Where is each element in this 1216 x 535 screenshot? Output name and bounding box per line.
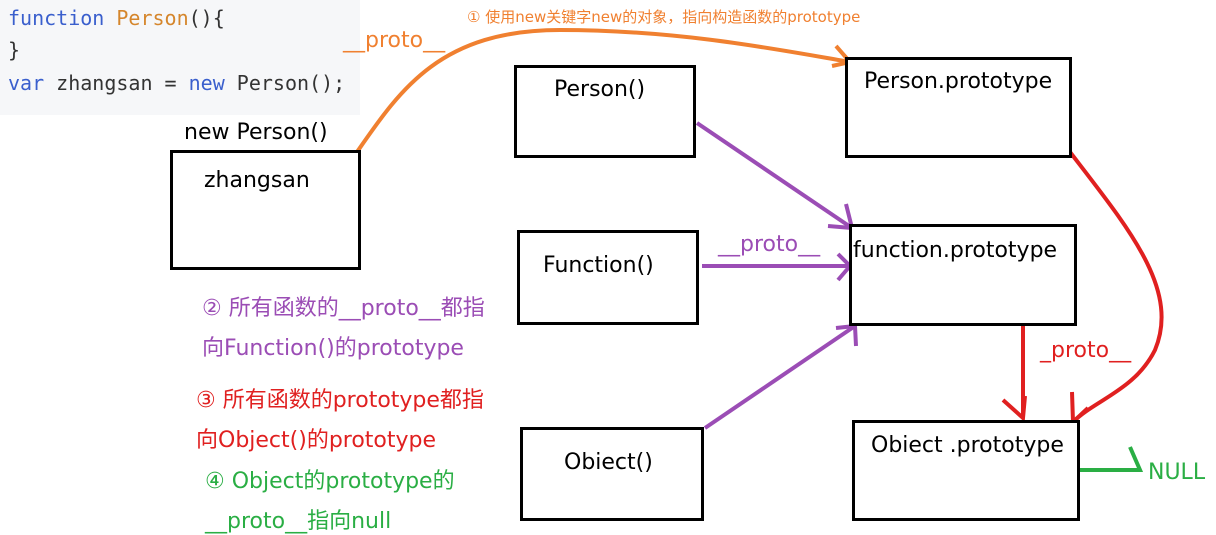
red-proto-label: _proto__ [1040,338,1132,363]
red-arrowhead-person-proto [1070,391,1090,427]
null-label: NULL [1148,460,1206,485]
purple-proto-label: __proto__ [718,232,821,257]
note-3-line-2: 向Object()的prototype [196,428,437,453]
person-box: Person() [514,65,696,158]
code-line-1: function Person(){ [8,6,225,30]
note-2-line-1: ② 所有函数的__proto__都指 [202,296,485,321]
purple-arrow-person [695,121,854,230]
object-label: Obiect() [564,450,653,475]
zhangsan-label: zhangsan [204,168,310,193]
red-arrowhead-function-proto [1001,395,1027,423]
code-line-1-rest: (){ [188,6,225,30]
purple-arrow-object [703,324,857,430]
purple-arrowhead-object [835,323,858,347]
function-prototype-box: function.prototype [849,224,1077,326]
note-2-line-2: 向Function()的prototype [202,336,464,361]
code-line-3-mid: zhangsan = [44,71,189,95]
note-1: ① 使用new关键字new的对象，指向构造函数的prototype [467,8,861,26]
red-arrow-person-proto [1068,150,1164,424]
object-prototype-box: Obiect .prototype [852,420,1080,521]
person-prototype-label: Person.prototype [864,69,1053,94]
function-prototype-label: function.prototype [853,238,1058,263]
code-snippet: function Person(){ } var zhangsan = new … [0,0,360,115]
code-line-3-rest: Person(); [224,71,346,95]
code-keyword-new: new [188,71,225,95]
note-4-line-2: __proto__指向null [205,509,392,534]
code-keyword-var: var [8,71,45,95]
orange-proto-arrow [355,27,851,154]
orange-proto-label: __proto__ [343,28,446,53]
code-function-name: Person [116,6,189,30]
green-null-arrow [1080,446,1144,472]
note-3-line-1: ③ 所有函数的prototype都指 [196,388,484,413]
person-prototype-box: Person.prototype [845,57,1072,158]
zhangsan-box: zhangsan [170,150,361,270]
object-box: Obiect() [520,427,704,521]
person-label: Person() [554,77,646,102]
note-4-line-1: ④ Object的prototype的 [205,469,455,494]
function-box: Function() [517,230,699,325]
function-label: Function() [543,253,654,278]
code-line-3: var zhangsan = new Person(); [8,71,345,95]
new-person-caption: new Person() [184,120,328,145]
code-line-2: } [8,38,21,62]
code-keyword-function: function [8,6,105,30]
object-prototype-label: Obiect .prototype [871,433,1064,458]
